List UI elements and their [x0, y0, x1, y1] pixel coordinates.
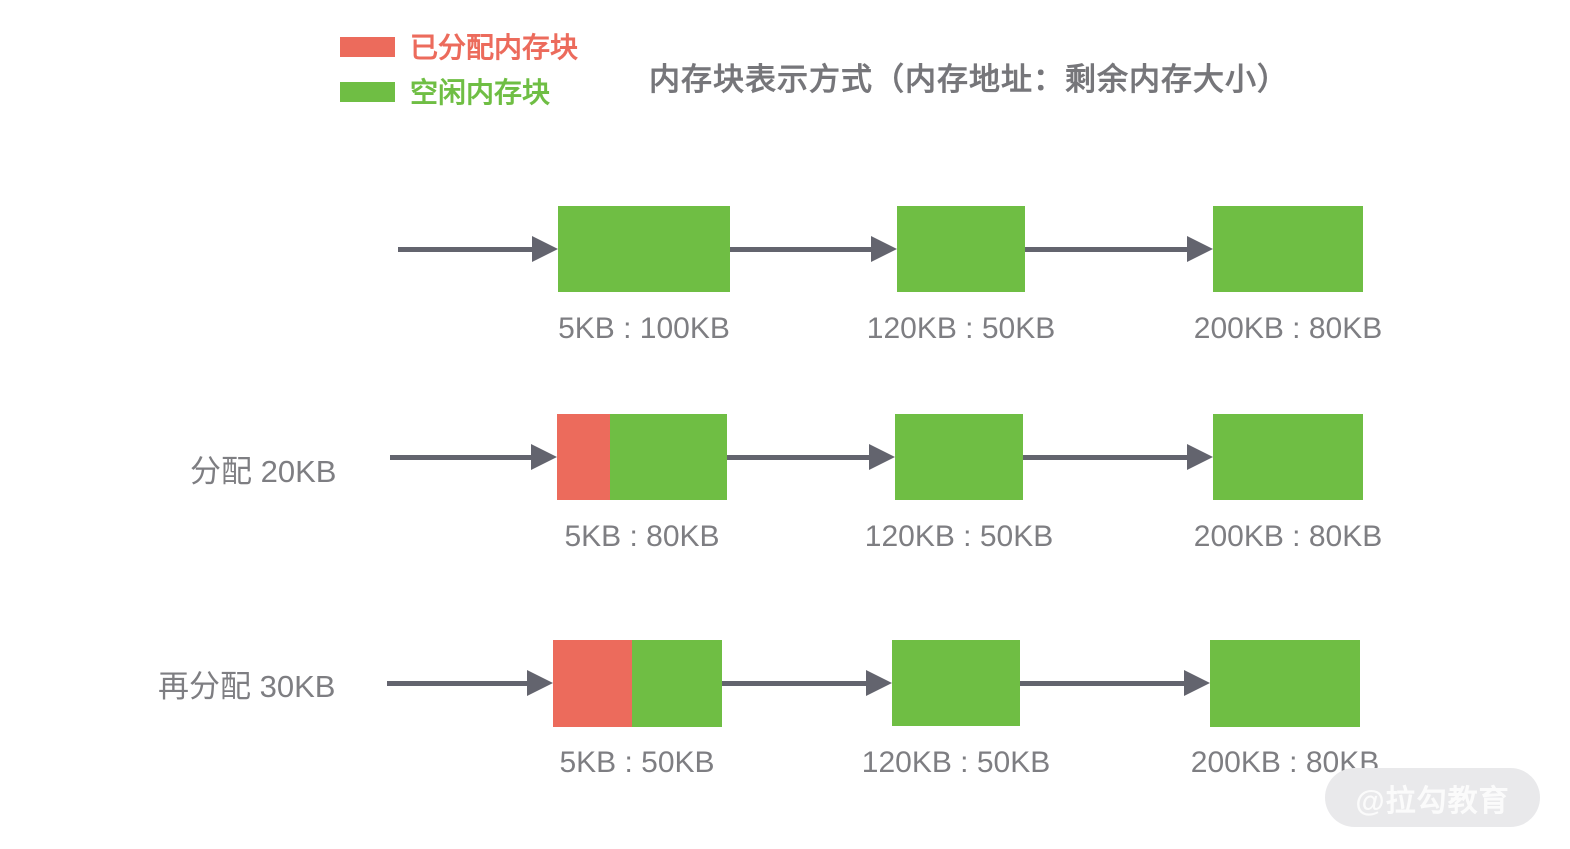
arrow-head-icon [869, 444, 895, 470]
memory-block-partially-allocated [557, 414, 727, 500]
entry-arrow [387, 670, 553, 696]
arrow-head-icon [1184, 670, 1210, 696]
action-label: 分配 20KB [190, 454, 337, 489]
arrow-shaft [390, 454, 531, 460]
allocated-segment [557, 414, 610, 500]
link-arrow [1025, 236, 1213, 262]
block-label: 120KB : 50KB [861, 746, 1051, 779]
allocated-segment [553, 640, 633, 727]
legend-label-allocated: 已分配内存块 [410, 32, 579, 63]
arrow-shaft [727, 454, 869, 460]
arrow-head-icon [1187, 236, 1213, 262]
arrow-head-icon [531, 444, 557, 470]
link-arrow [722, 670, 892, 696]
arrow-head-icon [532, 236, 558, 262]
entry-arrow [390, 444, 557, 470]
action-label: 再分配 30KB [158, 669, 336, 704]
free-segment [609, 414, 727, 500]
memory-block [1210, 640, 1360, 727]
block-label: 200KB : 80KB [1193, 520, 1383, 553]
block-label: 5KB : 50KB [559, 746, 715, 779]
link-arrow [730, 236, 897, 262]
block-label: 120KB : 50KB [866, 312, 1056, 345]
free-swatch [340, 82, 395, 102]
arrow-shaft [722, 680, 866, 686]
entry-arrow [398, 236, 558, 262]
arrow-shaft [1025, 246, 1187, 252]
free-segment [632, 640, 722, 727]
arrow-head-icon [1187, 444, 1213, 470]
arrow-head-icon [866, 670, 892, 696]
arrow-shaft [1020, 680, 1184, 686]
watermark-badge: @拉勾教育 [1325, 768, 1540, 827]
allocated-swatch [340, 37, 395, 57]
memory-block [558, 206, 730, 292]
block-label: 200KB : 80KB [1193, 312, 1383, 345]
memory-block-partially-allocated [553, 640, 722, 727]
diagram-title: 内存块表示方式（内存地址：剩余内存大小） [649, 62, 1289, 97]
link-arrow [727, 444, 895, 470]
watermark-text: @拉勾教育 [1355, 784, 1510, 818]
block-label: 5KB : 100KB [558, 312, 730, 345]
memory-block [897, 206, 1025, 292]
arrow-head-icon [871, 236, 897, 262]
arrow-shaft [398, 246, 532, 252]
arrow-shaft [1023, 454, 1187, 460]
block-label: 120KB : 50KB [864, 520, 1054, 553]
memory-block [895, 414, 1023, 500]
memory-block [892, 640, 1020, 726]
arrow-head-icon [527, 670, 553, 696]
legend-label-free: 空闲内存块 [410, 77, 551, 108]
block-label: 5KB : 80KB [564, 520, 720, 553]
arrow-shaft [387, 680, 527, 686]
memory-block [1213, 206, 1363, 292]
memory-block [1213, 414, 1363, 500]
arrow-shaft [730, 246, 871, 252]
link-arrow [1020, 670, 1210, 696]
link-arrow [1023, 444, 1213, 470]
